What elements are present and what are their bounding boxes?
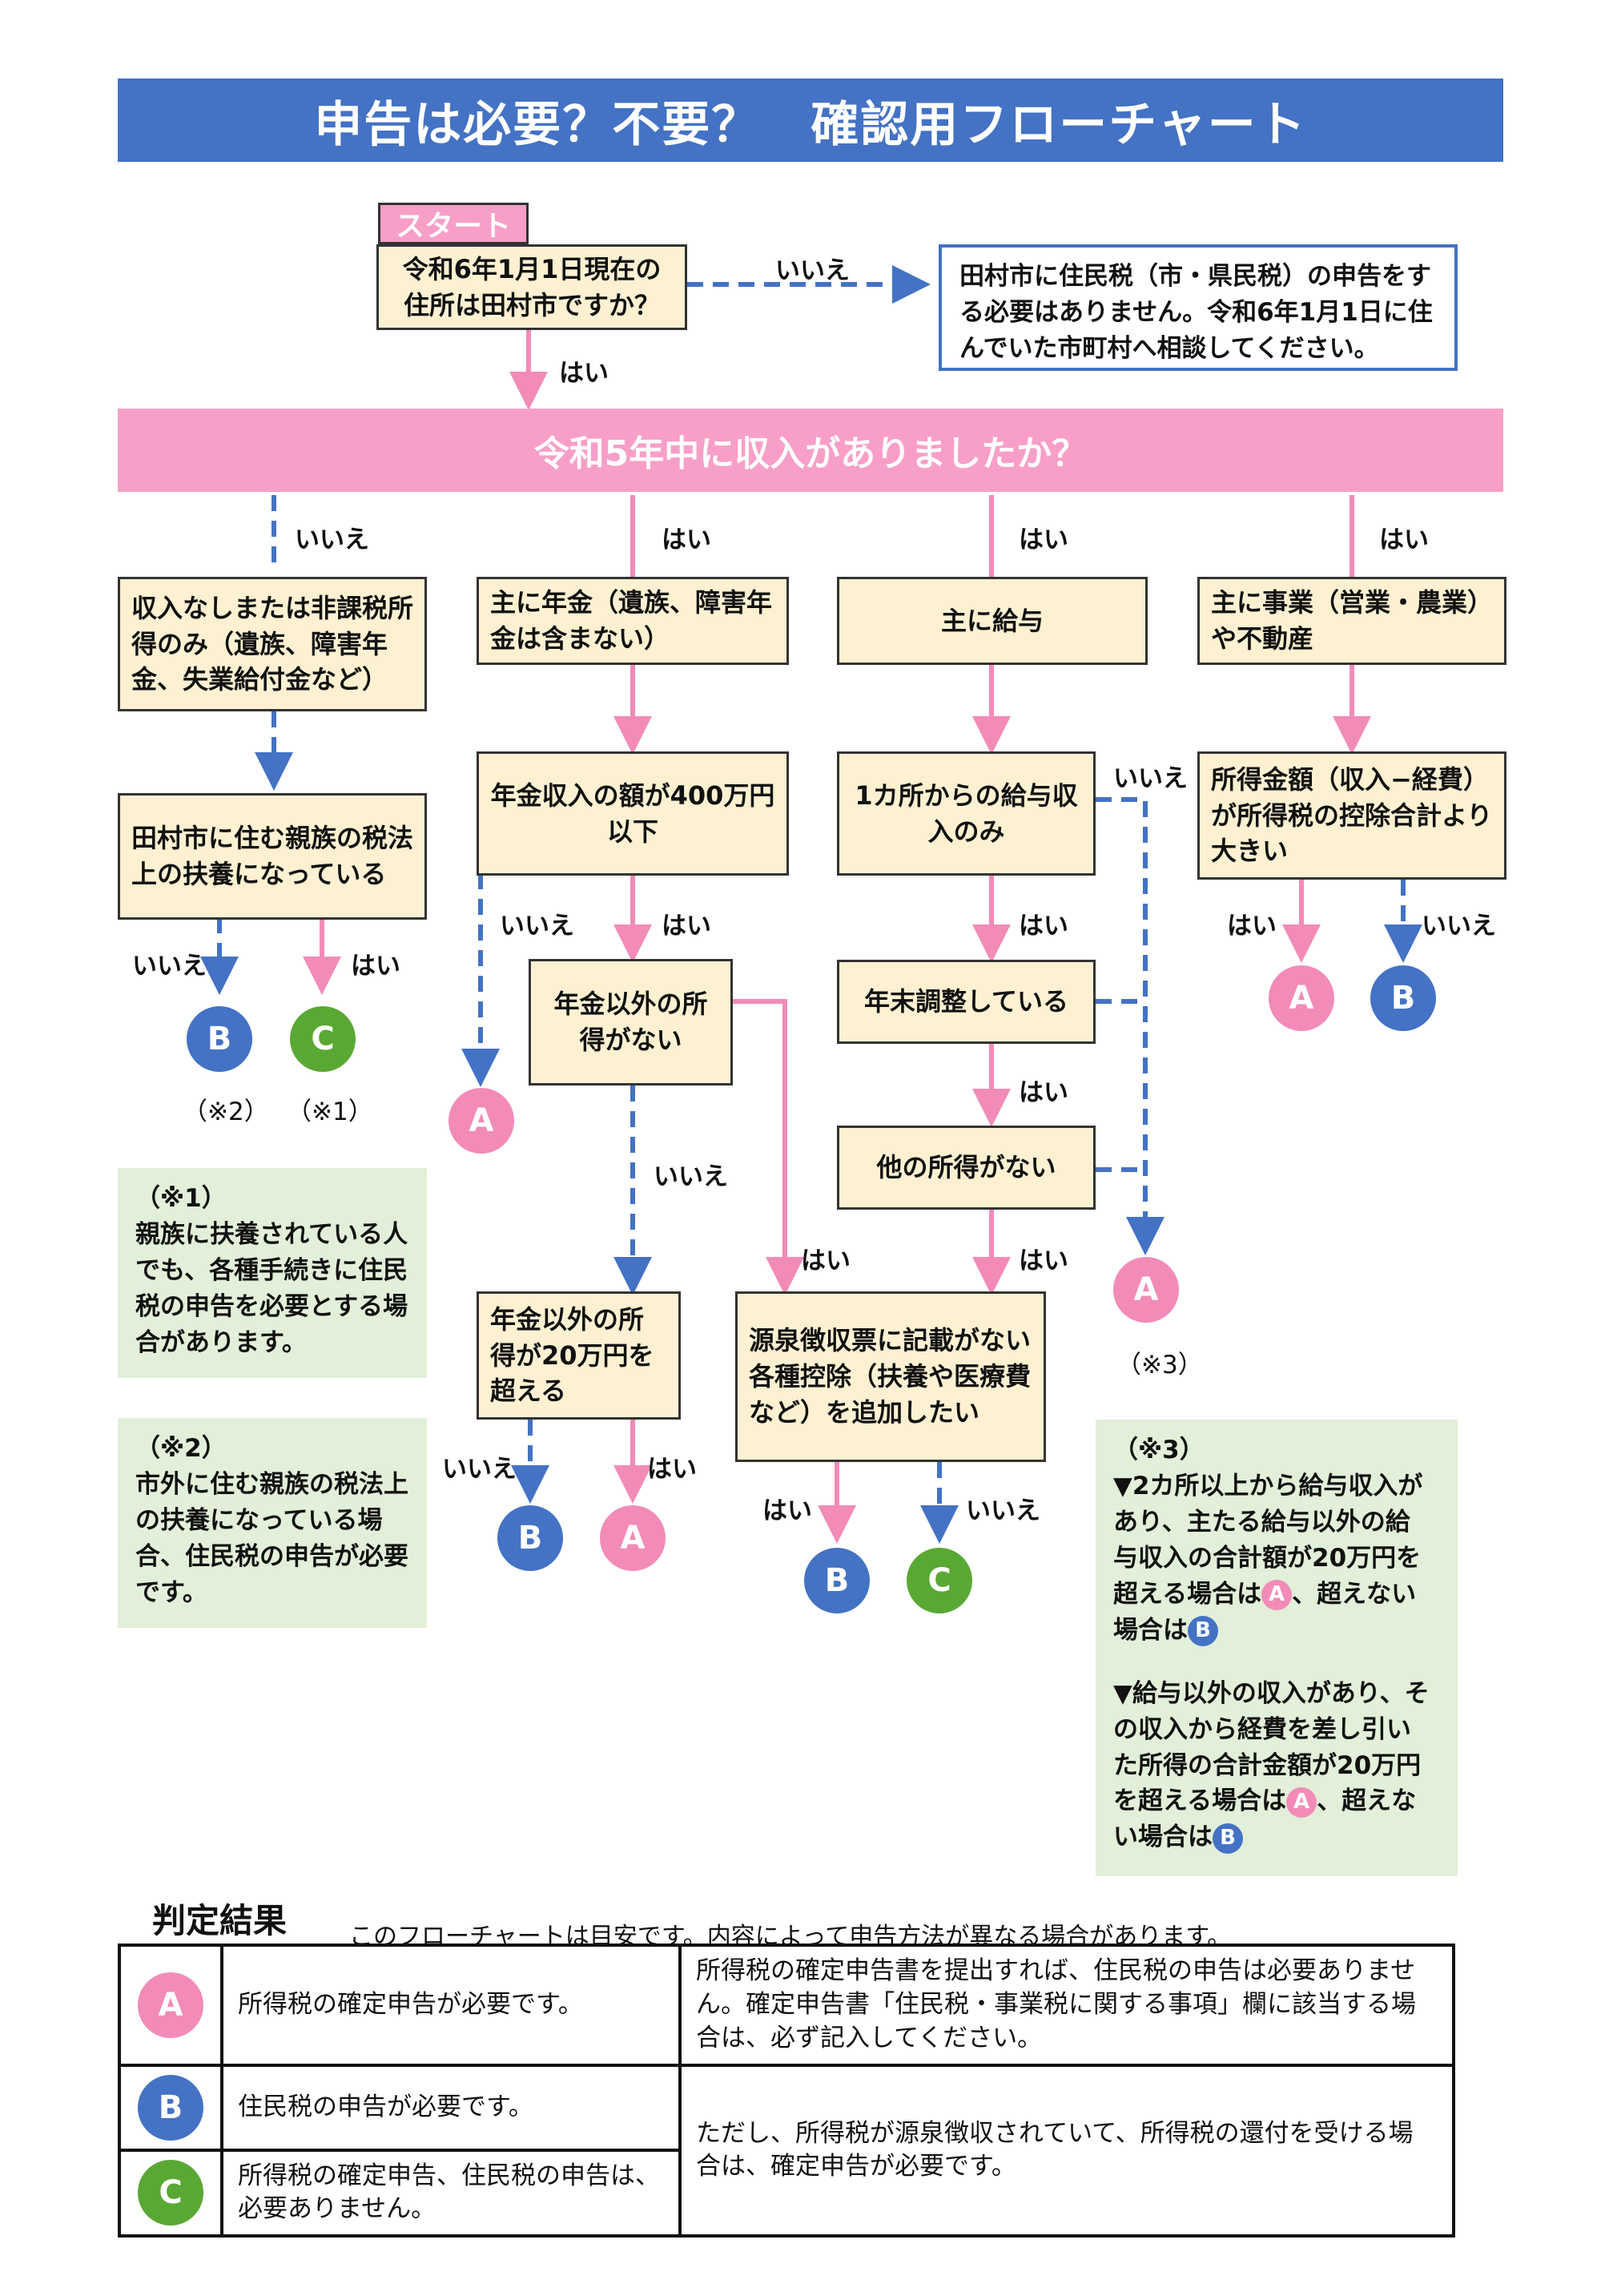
label-no: いいえ xyxy=(1422,912,1496,941)
label-yes: はい xyxy=(1227,912,1277,941)
note-3-item-2: ▼給与以外の収入があり、その収入から経費を差し引いた所得の合計金額が20万円を超… xyxy=(1113,1676,1434,1856)
result-b-text: 住民税の申告が必要です。 xyxy=(220,2063,682,2152)
question-one-salary: 1カ所からの給与収入のみ xyxy=(837,751,1096,876)
edge-salary-no-trunk xyxy=(1096,797,1164,1255)
results-title: 判定結果 xyxy=(152,1901,288,1940)
label-yes: はい xyxy=(801,1247,851,1275)
question-business-income: 所得金額（収入−経費）が所得税の控除合計より大きい xyxy=(1197,751,1506,880)
branch-pension: 主に年金（遺族、障害年金は含まない） xyxy=(477,577,789,665)
question-deduction: 源泉徴収票に記載がない各種控除（扶養や医療費など）を追加したい xyxy=(735,1291,1046,1462)
result-c-text: 所得税の確定申告、住民税の申告は、必要ありません。 xyxy=(220,2148,682,2238)
question-pension-other: 年金以外の所得がない xyxy=(529,959,733,1086)
note-1-body: 親族に扶養されている人でも、各種手続きに住民税の申告を必要とする場合があります。 xyxy=(135,1219,408,1357)
result-key-a: A xyxy=(138,1972,203,2038)
table-row: B 住民税の申告が必要です。 ただし、所得税が源泉徴収されていて、所得税の還付を… xyxy=(118,2063,1455,2238)
label-no: いいえ xyxy=(1113,764,1188,793)
note-1-head: （※1） xyxy=(135,1184,227,1213)
result-a-text: 所得税の確定申告が必要です。 xyxy=(220,1944,682,2067)
result-circle-b: B xyxy=(1370,965,1436,1031)
label-yes: はい xyxy=(1019,1078,1068,1107)
label-yes: はい xyxy=(1019,1247,1068,1275)
label-no: いいえ xyxy=(775,256,850,285)
branch-business: 主に事業（営業・農業）や不動産 xyxy=(1197,577,1506,665)
question-year-end: 年末調整している xyxy=(837,960,1096,1044)
label-yes: はい xyxy=(662,526,711,554)
edge-other-yes xyxy=(733,999,804,1295)
label-no: いいえ xyxy=(654,1162,728,1191)
result-circle-a: A xyxy=(448,1088,514,1154)
question-pension-20: 年金以外の所得が20万円を超える xyxy=(477,1291,681,1420)
result-circle-a: A xyxy=(1269,965,1334,1031)
result-circle-c: C xyxy=(907,1548,972,1613)
label-yes: はい xyxy=(1019,912,1068,941)
label-yes: はい xyxy=(559,359,609,388)
page-title: 申告は必要？不要？ 確認用フローチャート xyxy=(118,79,1503,162)
label-yes: はい xyxy=(351,952,400,981)
no-address-note: 田村市に住民税（市・県民税）の申告をする必要はありません。令和6年1月1日に住ん… xyxy=(939,244,1458,371)
result-bc-remark: ただし、所得税が源泉徴収されていて、所得税の還付を受ける場合は、確定申告が必要で… xyxy=(678,2063,1455,2238)
result-circle-b: B xyxy=(804,1548,870,1613)
note-ref-2: （※2） xyxy=(183,1098,269,1126)
results-table: A 所得税の確定申告が必要です。 所得税の確定申告書を提出すれば、住民税の申告は… xyxy=(118,1944,1455,2238)
question-income: 令和5年中に収入がありましたか？ xyxy=(118,409,1503,492)
note-2-body: 市外に住む親族の税法上の扶養になっている場合、住民税の申告が必要です。 xyxy=(135,1469,408,1607)
note-2: （※2） 市外に住む親族の税法上の扶養になっている場合、住民税の申告が必要です。 xyxy=(118,1418,427,1628)
result-circle-a: A xyxy=(1113,1257,1179,1323)
mini-circle-a: A xyxy=(1286,1786,1317,1818)
note-3: （※3） ▼2カ所以上から給与収入があり、主たる給与以外の給与収入の合計額が20… xyxy=(1096,1420,1458,1876)
label-no: いいえ xyxy=(442,1455,517,1484)
mini-circle-a: A xyxy=(1261,1580,1293,1611)
start-label: スタート xyxy=(378,203,529,244)
question-address: 令和6年1月1日現在の住所は田村市ですか？ xyxy=(376,244,687,330)
note-ref-1: （※1） xyxy=(287,1098,373,1126)
label-yes: はい xyxy=(662,912,711,941)
label-yes: はい xyxy=(1379,526,1429,554)
result-circle-b: B xyxy=(497,1505,563,1571)
mini-circle-b: B xyxy=(1213,1823,1243,1854)
table-row: A 所得税の確定申告が必要です。 所得税の確定申告書を提出すれば、住民税の申告は… xyxy=(118,1944,1455,2067)
note-1: （※1） 親族に扶養されている人でも、各種手続きに住民税の申告を必要とする場合が… xyxy=(118,1168,427,1378)
note-2-head: （※2） xyxy=(135,1434,227,1463)
result-circle-c: C xyxy=(290,1006,356,1072)
question-pension-400: 年金収入の額が400万円以下 xyxy=(477,751,789,876)
note-3-head: （※3） xyxy=(1113,1436,1205,1464)
result-circle-a: A xyxy=(600,1505,666,1571)
label-yes: はい xyxy=(762,1496,812,1525)
question-dependent: 田村市に住む親族の税法上の扶養になっている xyxy=(118,793,427,920)
result-circle-b: B xyxy=(187,1006,252,1072)
result-key-b: B xyxy=(138,2074,203,2141)
result-key-c: C xyxy=(138,2160,203,2226)
label-no: いいえ xyxy=(966,1496,1040,1525)
branch-no-income: 収入なしまたは非課税所得のみ（遺族、障害年金、失業給付金など） xyxy=(118,577,427,711)
label-no: いいえ xyxy=(132,952,207,981)
mini-circle-b: B xyxy=(1188,1616,1218,1647)
label-no: いいえ xyxy=(500,912,574,941)
table-row: C 所得税の確定申告、住民税の申告は、必要ありません。 xyxy=(118,2148,1454,2238)
result-a-remark: 所得税の確定申告書を提出すれば、住民税の申告は必要ありません。確定申告書「住民税… xyxy=(678,1944,1455,2067)
question-other-income: 他の所得がない xyxy=(837,1126,1096,1210)
label-yes: はい xyxy=(647,1455,697,1484)
note-3-item-1: ▼2カ所以上から給与収入があり、主たる給与以外の給与収入の合計額が20万円を超え… xyxy=(1113,1468,1434,1649)
branch-salary: 主に給与 xyxy=(837,577,1148,665)
label-yes: はい xyxy=(1019,526,1068,554)
label-no: いいえ xyxy=(295,526,369,554)
note-ref-3: （※3） xyxy=(1116,1351,1203,1380)
